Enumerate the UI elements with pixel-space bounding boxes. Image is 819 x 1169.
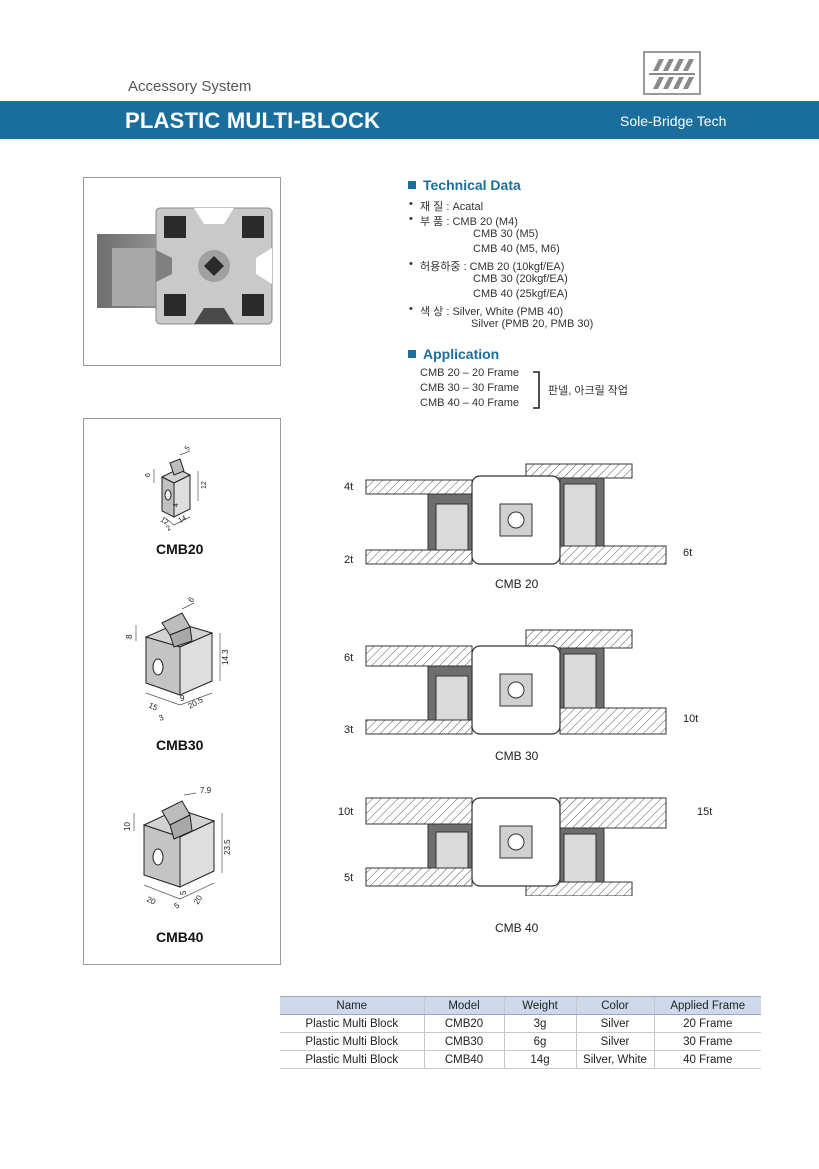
column-header: Name xyxy=(280,996,424,1015)
table-cell: Plastic Multi Block xyxy=(280,1032,424,1051)
thickness-right-label: 10t xyxy=(683,713,699,725)
table-cell: CMB40 xyxy=(423,1050,504,1069)
column-header: Applied Frame xyxy=(653,996,761,1015)
cmb40-dim: 10 xyxy=(123,822,132,831)
cmb30-dim: 8 xyxy=(125,634,134,639)
table-cell: 30 Frame xyxy=(653,1032,761,1051)
diagram-caption: CMB 40 xyxy=(495,921,539,935)
brand-logo-icon xyxy=(643,51,701,95)
tech-row-parts-3: CMB 40 (M5, M6) xyxy=(473,243,560,255)
cmb40-dim: 7.9 xyxy=(200,786,212,795)
page-title: PLASTIC MULTI-BLOCK xyxy=(125,108,381,133)
cmb30-dim: 9 xyxy=(180,694,185,703)
spec-table: Name Model Weight Color Applied Frame Pl… xyxy=(280,996,761,1069)
column-header: Model xyxy=(423,996,504,1015)
cmb20-dim: 2 xyxy=(166,525,173,533)
thickness-right-label: 15t xyxy=(697,806,713,818)
cmb20-dim: 6 xyxy=(145,473,152,477)
thickness-right-label: 6t xyxy=(683,547,693,559)
cmb40-drawing-icon: 7.9 10 23.5 5 20 5 20 xyxy=(123,786,232,911)
application-item: CMB 30 – 30 Frame xyxy=(420,382,520,394)
tech-row-color: 색 상 : Silver, White (PMB 40) xyxy=(420,306,564,318)
tech-row-load-3: CMB 40 (25kgf/EA) xyxy=(473,288,568,300)
table-cell: Silver xyxy=(575,1032,654,1051)
tech-row-load-2: CMB 30 (20kgf/EA) xyxy=(473,273,568,285)
table-cell: CMB20 xyxy=(423,1014,504,1033)
cmb20-mounting-diagram-icon xyxy=(365,463,667,565)
thickness-top-label: 6t xyxy=(344,652,354,664)
cmb40-dim: 5 xyxy=(179,890,188,895)
section-square-icon xyxy=(408,181,416,189)
table-row: Plastic Multi Block CMB30 6g Silver 30 F… xyxy=(280,1032,761,1051)
bullet: • xyxy=(409,198,413,210)
application-item: CMB 20 – 20 Frame xyxy=(420,367,520,379)
table-cell: 14g xyxy=(503,1050,576,1069)
cmb30-dim: 6 xyxy=(186,595,196,604)
tech-row-parts-2: CMB 30 (M5) xyxy=(473,228,539,240)
cmb30-drawing-icon: 6 8 14.3 9 15 20.5 3 xyxy=(125,595,230,723)
column-header: Color xyxy=(575,996,654,1015)
application-note: 판넬, 아크릴 작업 xyxy=(548,385,629,397)
table-header-row: Name Model Weight Color Applied Frame xyxy=(280,996,761,1015)
cmb40-label: CMB40 xyxy=(156,929,204,945)
table-cell: CMB30 xyxy=(423,1032,504,1051)
thickness-top-label: 4t xyxy=(344,481,354,493)
cmb20-dim: 4 xyxy=(173,503,180,507)
cmb30-mounting-diagram-icon xyxy=(365,629,667,735)
cmb20-dim: 14 xyxy=(178,515,188,525)
cmb30-dim: 15 xyxy=(147,701,159,713)
tech-row-parts: 부 품 : CMB 20 (M4) xyxy=(420,216,518,228)
tech-row-color-2: Silver (PMB 20, PMB 30) xyxy=(471,318,594,330)
section-square-icon xyxy=(408,350,416,358)
table-cell: Silver, White xyxy=(575,1050,654,1069)
page-subtitle: Accessory System xyxy=(128,78,252,95)
cmb40-dim: 20 xyxy=(192,893,205,906)
diagram-caption: CMB 30 xyxy=(495,749,539,763)
cmb20-label: CMB20 xyxy=(156,541,204,557)
cmb40-dim: 20 xyxy=(145,895,157,907)
table-cell: Plastic Multi Block xyxy=(280,1050,424,1069)
table-row: Plastic Multi Block CMB40 14g Silver, Wh… xyxy=(280,1050,761,1069)
cmb20-drawing-icon: 5 6 12 4 12 14 2 xyxy=(145,445,208,533)
cmb30-label: CMB30 xyxy=(156,737,204,753)
table-cell: 6g xyxy=(503,1032,576,1051)
column-header: Weight xyxy=(503,996,576,1015)
thickness-bottom-label: 5t xyxy=(344,872,354,884)
application-item: CMB 40 – 40 Frame xyxy=(420,397,520,409)
cmb30-dim: 20.5 xyxy=(187,695,205,711)
bullet: • xyxy=(409,213,413,225)
cmb20-dim: 12 xyxy=(159,517,169,527)
table-cell: Silver xyxy=(575,1014,654,1033)
thickness-bottom-label: 2t xyxy=(344,554,354,566)
thickness-top-label: 10t xyxy=(338,806,354,818)
table-cell: 40 Frame xyxy=(653,1050,761,1069)
bullet: • xyxy=(409,303,413,315)
tech-row-load: 허용하중 : CMB 20 (10kgf/EA) xyxy=(420,261,565,273)
dimension-drawings: 5 6 12 4 12 14 2 CMB20 6 8 14.3 9 xyxy=(83,418,281,965)
table-row: Plastic Multi Block CMB20 3g Silver 20 F… xyxy=(280,1014,761,1033)
cmb40-dim: 23.5 xyxy=(223,839,232,855)
cmb20-dim: 5 xyxy=(184,445,192,452)
thickness-bottom-label: 3t xyxy=(344,724,354,736)
title-banner: PLASTIC MULTI-BLOCK Sole-Bridge Tech xyxy=(0,101,819,139)
bullet: • xyxy=(409,258,413,270)
bracket-icon xyxy=(533,371,540,409)
table-cell: 20 Frame xyxy=(653,1014,761,1033)
cmb30-dim: 3 xyxy=(158,713,166,723)
cmb40-dim: 5 xyxy=(173,900,182,910)
cmb40-mounting-diagram-icon xyxy=(365,797,667,896)
technical-data-heading: Technical Data xyxy=(408,177,521,193)
tech-row-material: 재 질 : Acatal xyxy=(420,201,484,213)
cmb30-dim: 14.3 xyxy=(221,649,230,665)
application-heading: Application xyxy=(408,346,499,362)
product-photo xyxy=(83,177,281,366)
table-cell: 3g xyxy=(503,1014,576,1033)
cmb20-dim: 12 xyxy=(201,481,208,489)
table-cell: Plastic Multi Block xyxy=(280,1014,424,1033)
brand-name: Sole-Bridge Tech xyxy=(620,113,727,129)
diagram-caption: CMB 20 xyxy=(495,577,539,591)
